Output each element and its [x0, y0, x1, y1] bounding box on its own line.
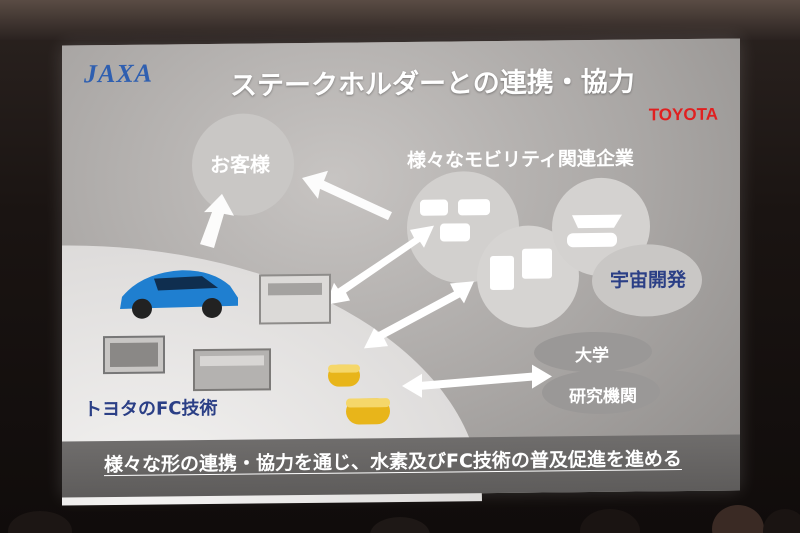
- car-icon-3: [440, 223, 470, 242]
- ship-icon: [572, 214, 622, 229]
- car-icon: [420, 199, 448, 216]
- arrow-up-to-customer-icon: [200, 193, 234, 248]
- ceiling: [0, 0, 800, 40]
- audience-head-icon-3: [580, 509, 640, 533]
- fuel-cell-stack-icon: [103, 335, 165, 375]
- car-icon-2: [458, 199, 490, 216]
- train-icon: [567, 232, 617, 248]
- projection-screen: JAXA TOYOTA ステークホルダーとの連携・協力 お客様 様々なモビリティ…: [62, 38, 740, 506]
- fcv-car-icon: [120, 270, 238, 319]
- diagram-graphics: [103, 170, 622, 425]
- bus-icon: [490, 255, 514, 291]
- audience-head-icon-2: [370, 517, 430, 533]
- audience-head-icon: [8, 511, 72, 533]
- hydrogen-tank-icon-2: [346, 398, 390, 425]
- fc-stack-box-icon: [193, 348, 271, 392]
- arrow-to-customer-icon: [302, 170, 392, 221]
- truck-icon: [522, 248, 552, 279]
- double-arrow-bus-icon: [364, 281, 474, 349]
- audience-head-icon-4: [712, 505, 764, 533]
- double-arrow-cars-icon: [326, 225, 434, 305]
- power-control-unit-icon: [259, 273, 331, 325]
- double-arrow-research-icon: [402, 364, 552, 398]
- hydrogen-tank-icon: [328, 364, 360, 387]
- audience-head-icon-5: [763, 509, 800, 533]
- audience-heads: [8, 505, 800, 533]
